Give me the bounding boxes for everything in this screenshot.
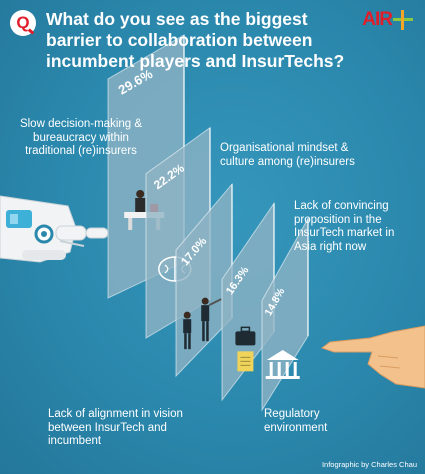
air-logo: AIR (362, 8, 413, 32)
question-badge: Q (10, 10, 36, 36)
page-title: What do you see as the biggest barrier t… (46, 9, 345, 71)
robot-hand-icon (0, 195, 109, 263)
category-label-slow-decision: Slow decision-making & bureaucracy withi… (19, 118, 143, 157)
human-hand-icon (320, 325, 425, 389)
infographic-credit: Infographic by Charles Chau (321, 460, 417, 469)
category-label-proposition: Lack of convincing proposition in the In… (294, 200, 395, 253)
logo-text: AIR (362, 9, 393, 30)
businessmen-telescope-icon (183, 297, 222, 350)
government-building-icon (265, 350, 300, 380)
category-label-regulatory: Regulatory environment (264, 408, 328, 434)
briefcase-document-icon (235, 326, 256, 372)
category-label-alignment: Lack of alignment in vision between Insu… (48, 408, 183, 447)
plus-icon (393, 10, 413, 30)
category-label-mindset: Organisational mindset & culture among (… (220, 142, 355, 168)
